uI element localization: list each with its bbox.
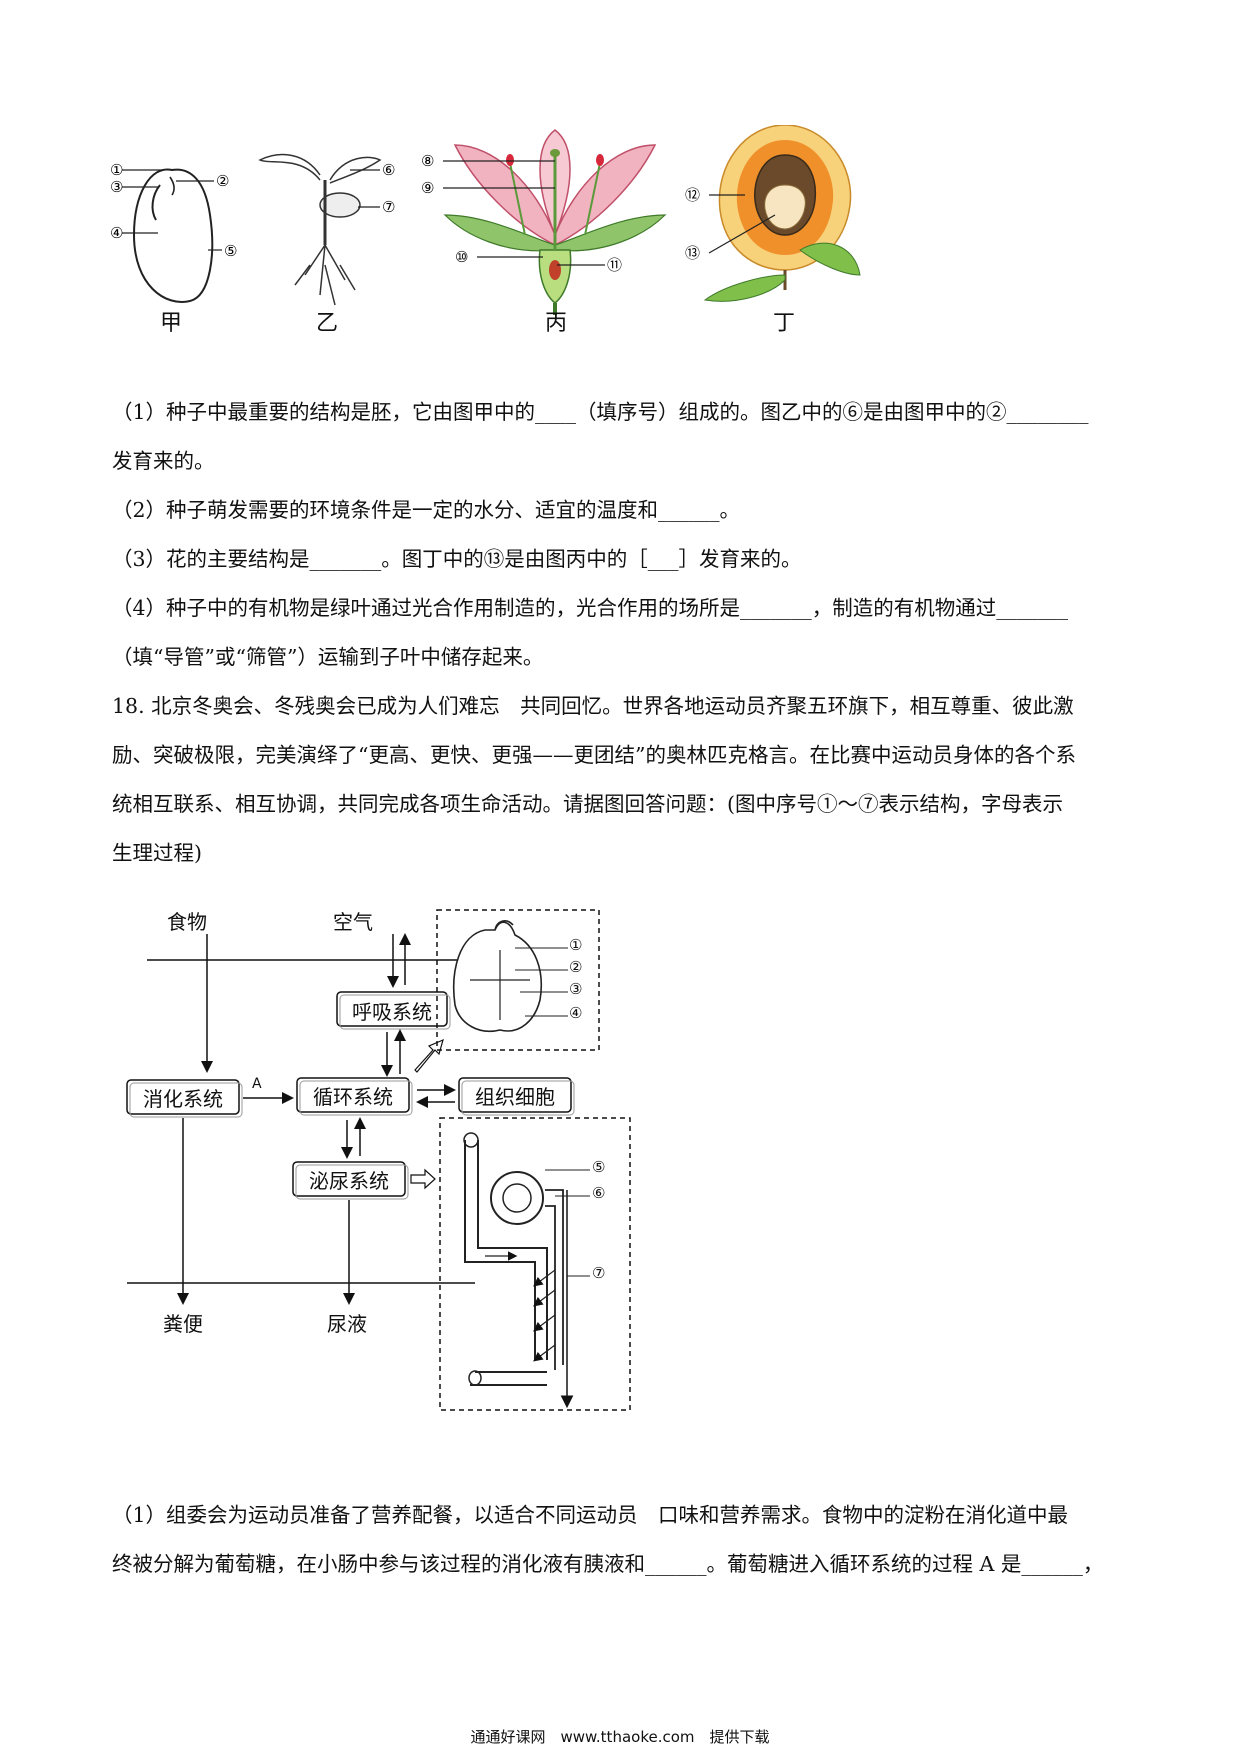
q17-item-1-cont: 发育来的。 bbox=[112, 449, 215, 473]
q17-item-3: （3）花的主要结构是_______。图丁中的⑬是由图丙中的［___］发育来的。 bbox=[112, 547, 802, 571]
page-footer: 通通好课网 www.tthaoke.com 提供下载 bbox=[470, 1728, 770, 1746]
heart-marker-4: ④ bbox=[569, 1004, 583, 1022]
figure-jia-seed: ① ③ ④ ② ⑤ 甲 bbox=[110, 125, 260, 365]
kidney-marker-7: ⑦ bbox=[592, 1264, 606, 1282]
marker-13: ⑬ bbox=[685, 244, 700, 262]
q18-stem-line-1: 18. 北京冬奥会、冬残奥会已成为人们难忘 共同回忆。世界各地运动员齐聚五环旗下… bbox=[112, 694, 1074, 718]
figure-label-yi: 乙 bbox=[316, 311, 339, 336]
box-respiratory-system: 呼吸系统 bbox=[352, 1000, 432, 1024]
figure-label-bing: 丙 bbox=[545, 311, 568, 336]
marker-9: ⑨ bbox=[421, 179, 434, 197]
marker-2: ② bbox=[216, 172, 229, 190]
figure-label-ding: 丁 bbox=[773, 311, 796, 336]
box-tissue-cells: 组织细胞 bbox=[475, 1085, 555, 1109]
marker-7: ⑦ bbox=[382, 198, 395, 216]
marker-8: ⑧ bbox=[421, 152, 434, 170]
label-feces: 粪便 bbox=[163, 1312, 203, 1336]
q17-item-4-cont: （填“导管”或“筛管”）运输到子叶中储存起来。 bbox=[112, 645, 544, 669]
q17-item-4: （4）种子中的有机物是绿叶通过光合作用制造的，光合作用的场所是_______，制… bbox=[112, 596, 1069, 620]
figure-bing-flower: ⑧ ⑨ ⑩ ⑪ 丙 bbox=[415, 125, 685, 365]
q17-item-2: （2）种子萌发需要的环境条件是一定的水分、适宜的温度和______。 bbox=[112, 498, 741, 522]
figure-ding-fruit: ⑫ ⑬ 丁 bbox=[685, 125, 885, 365]
kidney-marker-6: ⑥ bbox=[592, 1184, 606, 1202]
q18-stem-line-3: 统相互联系、相互协调，共同完成各项生命活动。请据图回答问题：(图中序号①～⑦表示… bbox=[112, 792, 1063, 816]
heart-marker-2: ② bbox=[569, 958, 583, 976]
q18-stem-line-2: 励、突破极限，完美演绎了“更高、更快、更强——更团结”的奥林匹克格言。在比赛中运… bbox=[112, 743, 1076, 767]
heart-marker-3: ③ bbox=[569, 980, 583, 998]
figure-label-jia: 甲 bbox=[160, 311, 183, 336]
marker-12: ⑫ bbox=[685, 186, 700, 204]
kidney-marker-5: ⑤ bbox=[592, 1158, 606, 1176]
marker-6: ⑥ bbox=[382, 161, 395, 179]
marker-4: ④ bbox=[110, 224, 123, 242]
q18-item-1: （1）组委会为运动员准备了营养配餐，以适合不同运动员 口味和营养需求。食物中的淀… bbox=[112, 1503, 1069, 1527]
question-18-sub-block: （1）组委会为运动员准备了营养配餐，以适合不同运动员 口味和营养需求。食物中的淀… bbox=[112, 1491, 1132, 1589]
top-figures: ① ③ ④ ② ⑤ 甲 ⑥ ⑦ 乙 bbox=[110, 125, 990, 375]
heart-marker-1: ① bbox=[569, 936, 583, 954]
marker-3: ③ bbox=[110, 178, 123, 196]
marker-1: ① bbox=[110, 161, 123, 179]
figure-yi-seedling: ⑥ ⑦ 乙 bbox=[250, 125, 420, 365]
box-urinary-system: 泌尿系统 bbox=[309, 1169, 389, 1193]
marker-11: ⑪ bbox=[607, 256, 622, 274]
marker-5: ⑤ bbox=[224, 242, 237, 260]
label-air: 空气 bbox=[333, 910, 373, 934]
body-systems-diagram: 食物 空气 呼吸系统 消化系统 循环系统 组织细胞 泌尿系统 粪便 尿液 A ①… bbox=[115, 890, 715, 1480]
label-food: 食物 bbox=[167, 910, 207, 934]
q18-item-1-cont: 终被分解为葡萄糖，在小肠中参与该过程的消化液有胰液和______。葡萄糖进入循环… bbox=[112, 1552, 1104, 1576]
marker-10: ⑩ bbox=[455, 248, 468, 266]
box-digestive-system: 消化系统 bbox=[143, 1087, 223, 1111]
q17-item-1: （1）种子中最重要的结构是胚，它由图甲中的____（填序号）组成的。图乙中的⑥是… bbox=[112, 400, 1089, 424]
q18-stem-line-4: 生理过程) bbox=[112, 841, 202, 865]
label-process-a: A bbox=[252, 1076, 262, 1092]
question-17-block: （1）种子中最重要的结构是胚，它由图甲中的____（填序号）组成的。图乙中的⑥是… bbox=[112, 388, 1132, 878]
box-circulatory-system: 循环系统 bbox=[313, 1085, 393, 1109]
label-urine: 尿液 bbox=[327, 1312, 367, 1336]
